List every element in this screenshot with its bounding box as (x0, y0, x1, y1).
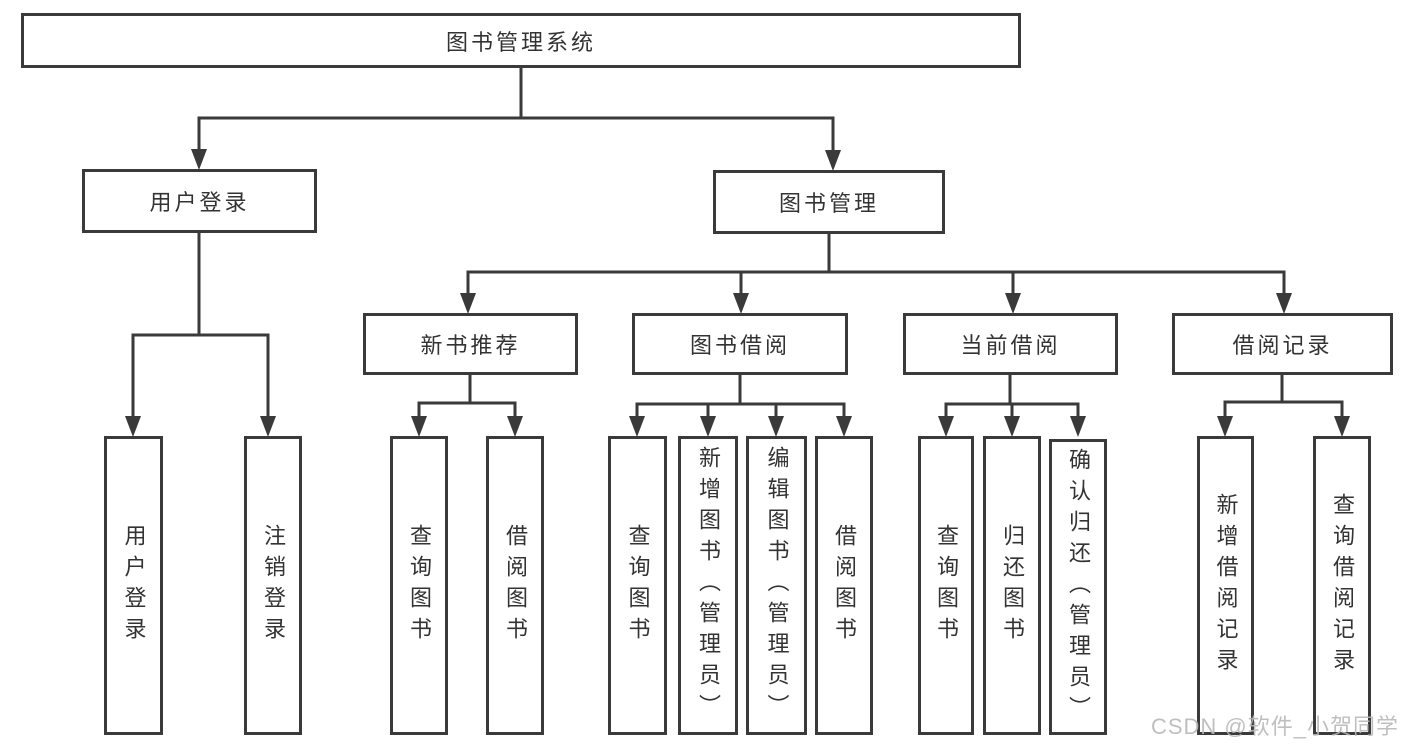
node-label: 查询借阅记录 (1330, 492, 1355, 679)
csdn-watermark: CSDN @软件_小贺同学 (1150, 714, 1399, 739)
node-current-borrow: 当前借阅 (903, 313, 1118, 375)
arrow-icon (629, 416, 645, 437)
node-root: 图书管理系统 (21, 13, 1021, 68)
arrow-icon (411, 416, 427, 437)
arrow-icon (1334, 416, 1350, 437)
node-leaf-logout: 注销登录 (244, 436, 302, 735)
node-label: 图书管理系统 (445, 29, 596, 55)
node-label: 新增借阅记录 (1213, 492, 1239, 679)
arrow-icon (260, 416, 276, 437)
connector-root (197, 66, 835, 153)
arrow-icon (1005, 293, 1021, 314)
connector-current-borrow (944, 373, 1080, 419)
node-leaf-query-borrow-record: 查询借阅记录 (1313, 436, 1371, 735)
connector-new-book (417, 373, 517, 419)
node-label: 借阅图书 (503, 523, 528, 648)
node-label: 当前借阅 (960, 333, 1061, 358)
connector-borrow-records (1223, 373, 1344, 419)
node-leaf-edit-books-admin: 编辑图书（管理员） (746, 436, 807, 735)
arrow-icon (1070, 416, 1086, 437)
node-label: 借阅记录 (1232, 333, 1333, 358)
arrow-icon (125, 416, 141, 437)
node-leaf-return-books: 归还图书 (983, 436, 1041, 735)
arrow-icon (191, 149, 207, 170)
node-label: 新增图书（管理员） (696, 446, 721, 725)
node-label: 图书借阅 (689, 333, 790, 358)
node-leaf-add-borrow-record: 新增借阅记录 (1197, 436, 1254, 735)
node-label: 编辑图书（管理员） (764, 446, 790, 725)
node-book-borrow: 图书借阅 (632, 313, 848, 375)
arrow-icon (825, 150, 841, 171)
node-label: 用户登录 (121, 523, 147, 648)
connector-user-login (131, 231, 270, 419)
node-label: 图书管理 (778, 191, 879, 216)
node-label: 用户登录 (149, 190, 250, 215)
node-label: 查询图书 (407, 523, 432, 648)
arrow-icon (460, 293, 476, 314)
node-label: 查询图书 (934, 523, 959, 648)
arrow-icon (938, 416, 954, 437)
node-leaf-query-books-2: 查询图书 (608, 436, 667, 735)
node-user-login: 用户登录 (82, 169, 317, 233)
node-label: 归还图书 (1000, 523, 1025, 648)
arrow-icon (1004, 416, 1020, 437)
arrow-icon (768, 416, 784, 437)
node-leaf-query-books-3: 查询图书 (918, 436, 974, 735)
connector-book-borrow (635, 373, 846, 419)
connector-book-management (466, 232, 1286, 296)
node-leaf-add-books-admin: 新增图书（管理员） (678, 436, 738, 735)
arrow-icon (733, 293, 749, 314)
node-new-book-recommend: 新书推荐 (363, 313, 578, 375)
node-label: 查询图书 (625, 523, 651, 648)
arrow-icon (1276, 293, 1292, 314)
node-label: 新书推荐 (420, 333, 521, 358)
arrow-icon (836, 416, 852, 437)
node-label: 注销登录 (261, 523, 286, 648)
node-borrow-records: 借阅记录 (1172, 313, 1393, 375)
node-label: 确认归还（管理员） (1066, 447, 1091, 727)
node-leaf-borrow-books-2: 借阅图书 (815, 436, 873, 735)
node-leaf-confirm-return-admin: 确认归还（管理员） (1049, 439, 1107, 735)
node-book-management: 图书管理 (713, 170, 945, 234)
node-leaf-query-books-1: 查询图书 (390, 436, 448, 735)
node-label: 借阅图书 (832, 523, 857, 648)
arrow-icon (1217, 416, 1233, 437)
arrow-icon (507, 416, 523, 437)
arrow-icon (700, 416, 716, 437)
node-leaf-user-login: 用户登录 (104, 436, 163, 735)
node-leaf-borrow-books-1: 借阅图书 (486, 436, 544, 735)
